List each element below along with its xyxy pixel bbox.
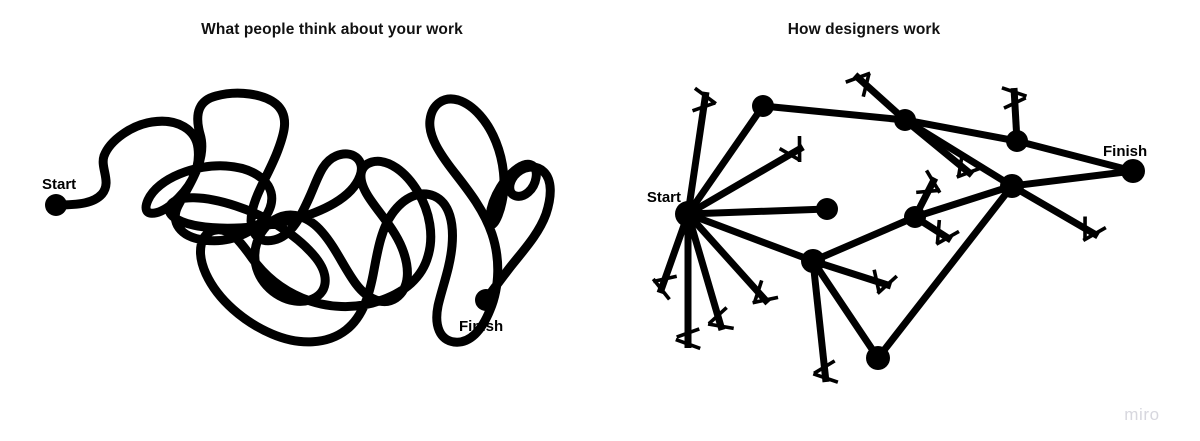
dead-end-branch — [686, 136, 805, 218]
tangled-path — [51, 88, 555, 347]
branch-line — [852, 72, 908, 123]
left-panel-title: What people think about your work — [201, 21, 463, 38]
branch-tick — [813, 359, 836, 375]
branch-tick — [778, 147, 802, 163]
network-edges — [685, 102, 1134, 361]
network-edge — [875, 183, 1015, 361]
branch-tick — [693, 86, 717, 106]
network-node-n_low_left — [801, 249, 825, 273]
dead-end-branch — [684, 213, 734, 331]
branch-line — [686, 143, 805, 218]
branch-line — [684, 91, 710, 215]
network-node-n_top_right — [1006, 130, 1028, 152]
right-panel-title: How designers work — [788, 21, 941, 38]
miro-watermark: miro — [1124, 405, 1159, 424]
branch-tick — [812, 372, 839, 384]
dead-end-branch — [809, 260, 839, 384]
network-edge — [810, 259, 881, 360]
network-node-n_mid — [904, 206, 926, 228]
left-finish-label: Finish — [459, 318, 503, 335]
network-edge — [811, 213, 917, 265]
branch-tick — [752, 279, 764, 304]
network-node-n_top_mid — [894, 109, 916, 131]
right-start-label: Start — [647, 189, 681, 206]
branch-tick — [675, 337, 701, 351]
network-edge — [1011, 167, 1134, 190]
network-edge — [904, 116, 1018, 145]
network-node-n_top_left — [752, 95, 774, 117]
left-start-label: Start — [42, 176, 76, 193]
branch-tick — [872, 269, 882, 294]
network-node-n_mid_left — [816, 198, 838, 220]
branch-tick — [861, 72, 871, 98]
branch-tick — [752, 295, 779, 305]
branch-line — [684, 213, 726, 331]
branch-tick — [845, 71, 871, 84]
network-edge — [686, 210, 815, 265]
network-node-n_bottom — [866, 346, 890, 370]
branch-tick — [691, 101, 716, 113]
network-edge — [685, 104, 766, 216]
dead-end-branch — [845, 71, 908, 123]
panel-left: What people think about your work Start … — [42, 21, 555, 347]
branch-tick — [1003, 96, 1027, 110]
left-finish-dot — [475, 289, 497, 311]
network-nodes — [675, 95, 1145, 370]
dead-end-branch — [1010, 182, 1107, 243]
branch-tick — [707, 322, 734, 331]
branch-tick — [676, 327, 700, 339]
right-finish-label: Finish — [1103, 143, 1147, 160]
network-edge — [903, 117, 1014, 189]
panel-right: How designers work Start Finish — [647, 21, 1147, 384]
branch-line — [685, 211, 771, 306]
branch-tick — [1082, 225, 1107, 243]
branch-tick — [935, 229, 960, 246]
branch-tick — [935, 219, 942, 245]
dead-end-branch — [684, 86, 717, 215]
branch-tick — [876, 274, 899, 295]
branch-tick — [1001, 86, 1028, 98]
dead-end-branch — [675, 214, 701, 351]
network-node-finish — [1121, 159, 1145, 183]
branch-tick — [916, 188, 941, 195]
branch-tick — [652, 274, 678, 284]
network-edge — [913, 182, 1014, 221]
network-edge — [762, 102, 906, 124]
dead-end-branch — [685, 211, 779, 306]
dead-end-branch — [811, 257, 899, 295]
branch-line — [809, 260, 830, 383]
branch-tick — [956, 166, 982, 179]
network-node-start — [675, 201, 701, 227]
network-edge — [1016, 137, 1134, 175]
network-edge — [687, 205, 828, 218]
branch-tick — [707, 306, 728, 326]
left-start-dot — [45, 194, 67, 216]
dead-end-branch — [651, 212, 692, 301]
network-node-n_right_mid — [1000, 174, 1024, 198]
